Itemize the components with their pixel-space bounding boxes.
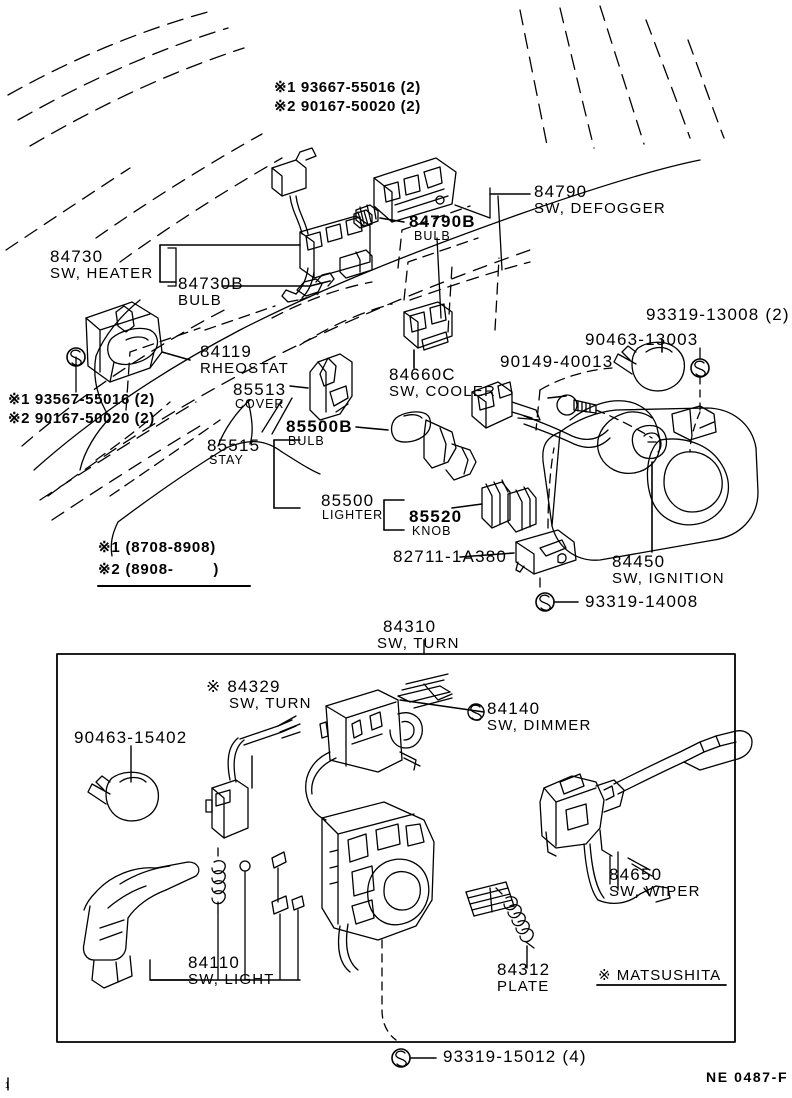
part-number-84660C: 84660C — [389, 365, 456, 384]
part-number-85520: 85520 — [409, 507, 463, 526]
part-number-82711-1A380: 82711-1A380 — [393, 547, 508, 566]
part-name-85500: LIGHTER — [322, 508, 384, 522]
fastener-note-left-line1: ※1 93567-55016 (2) — [8, 391, 155, 408]
part-name-84730B: BULB — [178, 292, 222, 309]
legend-mark-1: ※1 (8708-8908) — [98, 539, 217, 556]
page-footer-mark: 1 — [5, 1081, 10, 1090]
part-number-84140: 84140 — [487, 699, 541, 718]
fastener-note-top-line1: ※1 93667-55016 (2) — [274, 79, 421, 96]
fastener-note-top-line2: ※2 90167-50020 (2) — [274, 98, 421, 115]
part-number-85513: 85513 — [233, 380, 287, 399]
footnote-matsushita: ※ MATSUSHITA — [598, 967, 722, 984]
part-number-84119: 84119 — [200, 342, 253, 361]
part-number-85500: 85500 — [321, 491, 375, 510]
part-number-90463-13003: 90463-13003 — [585, 330, 699, 349]
part-name-84140: SW, DIMMER — [487, 717, 592, 734]
part-name-84730: SW, HEATER — [50, 265, 154, 282]
part-number-85515: 85515 — [207, 436, 261, 455]
part-number-85500B: 85500B — [286, 417, 353, 436]
part-number-93319-13008: 93319-13008 (2) — [646, 305, 790, 324]
part-name-84450: SW, IGNITION — [612, 570, 725, 587]
part-number-90149-40013: 90149-40013 — [500, 352, 614, 371]
part-name-84329: SW, TURN — [229, 695, 312, 712]
part-number-90463-15402: 90463-15402 — [74, 728, 188, 747]
part-number-84110: 84110 — [188, 953, 241, 972]
fastener-note-left-line2: ※2 90167-50020 (2) — [8, 410, 155, 427]
legend-mark-2: ※2 (8908- ) — [98, 561, 220, 578]
part-number-84329: ※ 84329 — [206, 677, 281, 696]
drawing-code: NE 0487-F — [706, 1069, 789, 1085]
part-number-84310: 84310 — [383, 617, 437, 636]
part-name-84650: SW, WIPER — [609, 883, 701, 900]
part-name-84110: SW, LIGHT — [188, 971, 275, 988]
part-name-85500B: BULB — [288, 434, 325, 448]
part-number-84450: 84450 — [612, 552, 666, 571]
part-name-85515: STAY — [209, 453, 244, 467]
part-number-93319-15012: 93319-15012 (4) — [443, 1047, 587, 1066]
part-number-84730B: 84730B — [178, 274, 244, 293]
part-name-84790B: BULB — [414, 229, 451, 243]
part-name-84660C: SW, COOLER — [389, 383, 497, 400]
part-name-84312: PLATE — [497, 978, 550, 995]
part-number-84312: 84312 — [497, 960, 551, 979]
part-number-84790: 84790 — [534, 182, 588, 201]
part-name-84119: RHEOSTAT — [200, 360, 290, 377]
part-number-93319-14008: 93319-14008 — [585, 592, 699, 611]
part-name-84310: SW, TURN — [377, 635, 460, 652]
part-number-84650: 84650 — [609, 865, 663, 884]
part-number-84790B: 84790B — [409, 212, 476, 231]
part-number-84730: 84730 — [50, 247, 104, 266]
part-name-85520: KNOB — [412, 524, 452, 538]
part-name-85513: COVER — [235, 397, 285, 411]
part-name-84790: SW, DEFOGGER — [534, 200, 666, 217]
